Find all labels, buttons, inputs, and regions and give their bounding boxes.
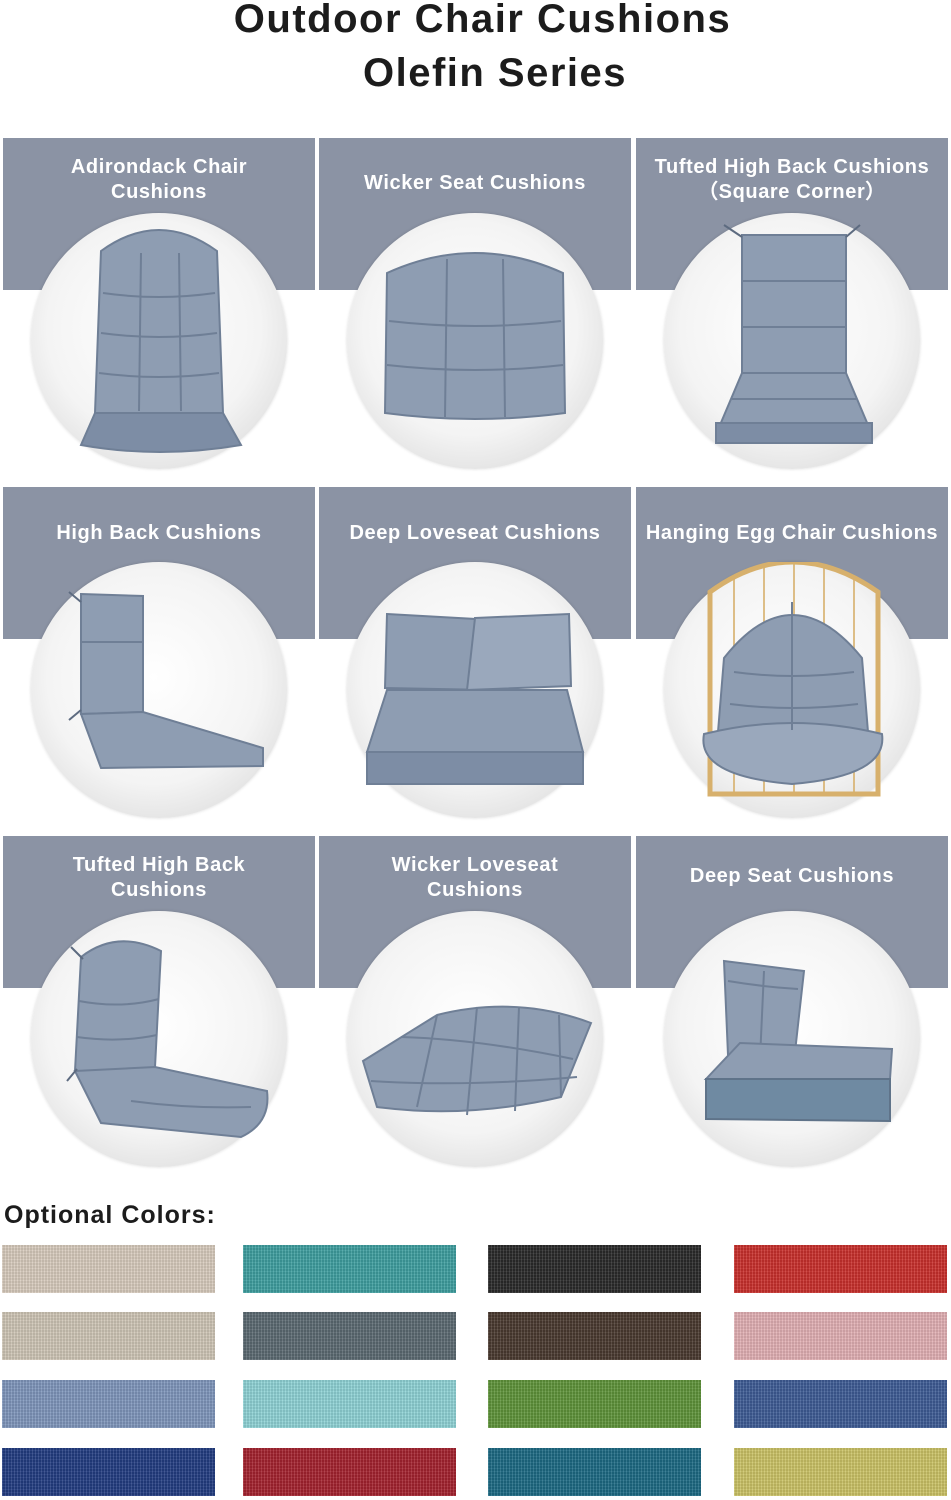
- product-tile-deep-seat: Deep Seat Cushions: [636, 836, 948, 1181]
- title-line-1: Outdoor Chair Cushions: [233, 0, 732, 41]
- color-swatch: [2, 1245, 215, 1293]
- color-swatch: [488, 1380, 701, 1428]
- high-back-cushion-icon: [68, 591, 264, 770]
- tile-label: Adirondack Chair Cushions: [70, 156, 248, 203]
- optional-colors-title: Optional Colors:: [4, 1201, 216, 1229]
- color-swatch: [734, 1312, 947, 1360]
- tile-label: Deep Seat Cushions: [689, 865, 895, 887]
- egg-chair-cushion-icon: [702, 562, 884, 797]
- tile-label: High Back Cushions: [56, 522, 262, 544]
- wicker-seat-cushion-icon: [383, 252, 567, 420]
- adirondack-cushion-icon: [79, 229, 243, 453]
- product-tile-tufted-high-back-square: Tufted High Back Cushions （Square Corner…: [636, 138, 948, 483]
- color-swatch: [734, 1380, 947, 1428]
- tile-label: Wicker Loveseat Cushions: [391, 854, 559, 901]
- color-swatch: [734, 1245, 947, 1293]
- product-tile-high-back: High Back Cushions: [3, 487, 315, 832]
- title-line-2: Olefin Series: [362, 51, 628, 95]
- tufted-high-back-square-cushion-icon: [715, 224, 873, 444]
- tile-label: Tufted High Back Cushions （Square Corner…: [654, 156, 930, 203]
- product-tile-wicker-seat: Wicker Seat Cushions: [319, 138, 631, 483]
- tile-label: Deep Loveseat Cushions: [349, 522, 601, 544]
- color-swatch: [488, 1448, 701, 1496]
- color-swatch: [488, 1245, 701, 1293]
- wicker-loveseat-cushion-icon: [361, 1005, 593, 1116]
- product-tile-wicker-loveseat: Wicker Loveseat Cushions: [319, 836, 631, 1181]
- tile-label: Wicker Seat Cushions: [364, 172, 586, 194]
- color-swatch: [243, 1380, 456, 1428]
- color-swatch: [243, 1312, 456, 1360]
- tile-label: Tufted High Back Cushions: [72, 854, 246, 901]
- deep-seat-cushion-icon: [703, 959, 894, 1123]
- color-swatch: [488, 1312, 701, 1360]
- product-tile-tufted-high-back: Tufted High Back Cushions: [3, 836, 315, 1181]
- tufted-high-back-cushion-icon: [66, 940, 269, 1139]
- color-swatch: [243, 1245, 456, 1293]
- product-tile-adirondack: Adirondack Chair Cushions: [3, 138, 315, 483]
- color-swatch: [2, 1380, 215, 1428]
- product-tile-egg-chair: Hanging Egg Chair Cushions: [636, 487, 948, 832]
- color-swatch: [734, 1448, 947, 1496]
- tile-label: Hanging Egg Chair Cushions: [645, 522, 939, 544]
- color-swatch: [2, 1448, 215, 1496]
- color-swatch: [243, 1448, 456, 1496]
- product-tile-deep-loveseat: Deep Loveseat Cushions: [319, 487, 631, 832]
- deep-loveseat-cushion-icon: [365, 612, 585, 785]
- color-swatch: [2, 1312, 215, 1360]
